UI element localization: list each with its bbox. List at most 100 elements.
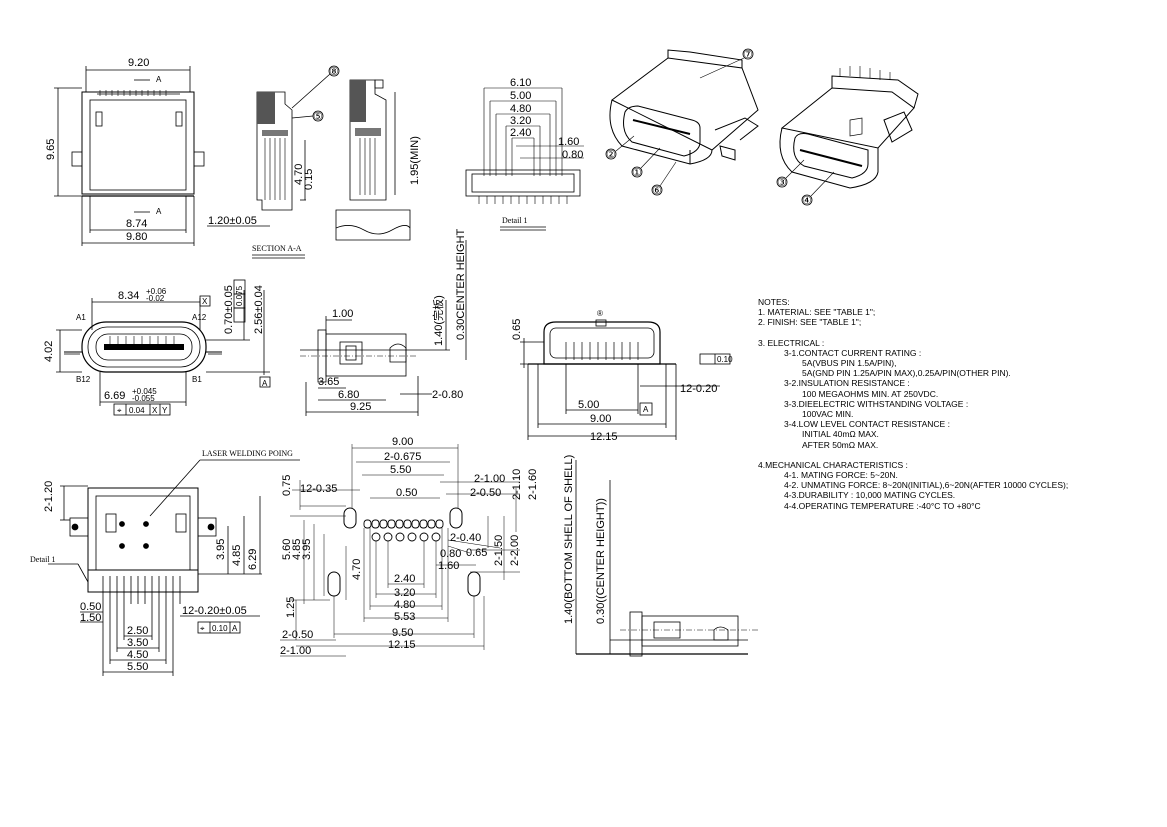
pcb-dim-r5: 2-1.50 — [493, 535, 505, 566]
rear-flatness-tol: 0.10 — [717, 355, 733, 364]
front-t1-fcf-tol: 0.075 — [235, 285, 244, 306]
top-section-mark-top: A — [156, 75, 162, 84]
bottom-fcf-tol: 0.10 — [212, 624, 228, 633]
note-3: 3. ELECTRICAL : — [758, 337, 825, 348]
side-view — [300, 240, 467, 416]
pcb-dim-b8: 2-1.00 — [280, 645, 311, 657]
pcb-dim-l4: 3.95 — [301, 539, 313, 560]
note-3-3-a: 100VAC MIN. — [802, 409, 854, 420]
front-t1-dim: 0.70±0.05 — [223, 285, 235, 334]
bottom-dim-w3: 4.50 — [127, 649, 148, 661]
top-height-dim: 9.65 — [45, 139, 57, 160]
bottom-detail-label: Detail 1 — [30, 555, 56, 564]
pcb-dim-s6: 2-1.00 — [474, 473, 505, 485]
top-bottom-dim: 9.80 — [126, 231, 147, 243]
note-3-1: 3-1.CONTACT CURRENT RATING : — [784, 347, 922, 358]
pcb-dim-s2: 2-0.675 — [384, 451, 421, 463]
notes-title: NOTES: — [758, 297, 790, 307]
top-width-dim: 9.20 — [128, 57, 149, 69]
iso-balloon-6: ⑥ — [652, 185, 662, 197]
bottom-fcf-position-icon: ⌖ — [200, 624, 205, 633]
front-pin-b12: B12 — [76, 375, 91, 384]
iso-balloon-7: ⑦ — [743, 49, 753, 61]
detail1-dim-1: 6.10 — [510, 77, 531, 89]
side-height-dim: 1.40(完板) — [431, 295, 445, 346]
profile-dim-center-height: 0.30((CENTER HEIGHT)) — [595, 498, 607, 624]
side-center-height: 0.30CENTER HEIGHT — [455, 228, 467, 340]
pcb-dim-l5: 4.70 — [351, 559, 363, 580]
bottom-dim-s1: 2-1.20 — [43, 481, 55, 512]
isometric-view-rear — [776, 66, 919, 206]
detail1-dim-5: 2.40 — [510, 127, 531, 139]
profile-dim-bottom-shell: 1.40(BOTTOM SHELL OF SHELL) — [563, 455, 575, 624]
front-pitch-dim: 6.69 — [104, 390, 125, 402]
side-dim-5: 2-0.80 — [432, 389, 463, 401]
side-dim-3: 6.80 — [338, 389, 359, 401]
section-balloon-5: ⑤ — [313, 111, 323, 123]
rear-width-2: 9.00 — [590, 413, 611, 425]
section-view — [207, 65, 411, 259]
bottom-dim-p1: 0.50 — [80, 601, 101, 613]
bottom-dim-h3: 6.29 — [247, 549, 259, 570]
detail1-dim-6: 1.60 — [558, 136, 579, 148]
front-t2-dim: 2.56±0.04 — [253, 285, 265, 334]
notes-block: NOTES: 1. MATERIAL: SEE "TABLE 1"; 2. FI… — [758, 297, 1158, 511]
iso-balloon-1: ① — [632, 167, 642, 179]
iso-balloon-4: ④ — [802, 195, 812, 207]
bottom-dim-w4: 5.50 — [127, 661, 148, 673]
rear-datum-a: A — [643, 405, 649, 414]
pcb-dim-r6: 2-2.00 — [509, 535, 521, 566]
note-3-2-a: 100 MEGAOHMS MIN. AT 250VDC. — [802, 388, 939, 399]
rear-width-1: 5.00 — [578, 399, 599, 411]
front-datum-x: X — [202, 297, 208, 306]
pcb-dim-r1: 2-0.40 — [450, 532, 481, 544]
section-balloon-8: ⑧ — [329, 66, 339, 78]
front-fcf-x: X — [152, 406, 158, 415]
note-3-1-a: 5A(VBUS PIN 1.5A/PIN), — [802, 358, 897, 369]
pcb-dim-b5: 9.50 — [392, 627, 413, 639]
section-t2-dim: 4.70 — [293, 164, 305, 185]
front-pitch-tol-upper: +0.045 — [132, 387, 157, 396]
top-section-mark-bottom: A — [156, 207, 162, 216]
note-1: 1. MATERIAL: SEE "TABLE 1"; — [758, 307, 876, 318]
pcb-dim-r3: 0.65 — [466, 547, 487, 559]
front-pitch-tol-lower: -0.055 — [132, 394, 155, 403]
front-pin-a12: A12 — [192, 313, 207, 322]
section-t1-dim: 0.15 — [303, 169, 315, 190]
note-4-2: 4-2. UNMATING FORCE: 8~20N(INITIAL),6~20… — [784, 480, 1069, 491]
bottom-dim-w2: 3.50 — [127, 637, 148, 649]
front-pin-b1: B1 — [192, 375, 202, 384]
rear-mark: ® — [597, 309, 603, 318]
side-dim-4: 9.25 — [350, 401, 371, 413]
front-fcf-tol: 0.04 — [129, 406, 145, 415]
pcb-dim-l3: 4.85 — [291, 539, 303, 560]
detail1-view — [465, 87, 584, 231]
front-datum-a: A — [262, 379, 268, 388]
pcb-dim-s5: 0.50 — [396, 487, 417, 499]
front-fcf-y: Y — [162, 406, 168, 415]
pcb-dim-s4: 12-0.35 — [300, 483, 337, 495]
detail1-dim-7: 0.80 — [562, 149, 583, 161]
bottom-dim-h2: 4.85 — [231, 545, 243, 566]
pcb-dim-s9: 2-1.60 — [527, 469, 539, 500]
bottom-pin-dim: 12-0.20±0.05 — [182, 605, 247, 617]
bottom-dim-w1: 2.50 — [127, 625, 148, 637]
section-label: SECTION A-A — [252, 244, 302, 253]
pcb-dim-b6: 12.15 — [388, 639, 416, 651]
rear-width-3: 12.15 — [590, 431, 618, 443]
pcb-dim-r2: 0.80 — [440, 548, 461, 560]
bottom-view — [48, 459, 300, 676]
note-2: 2. FINISH: SEE "TABLE 1"; — [758, 317, 862, 328]
front-width-tol-upper: +0.06 — [146, 287, 167, 296]
note-4-4: 4-4.OPERATING TEMPERATURE :-40°C TO +80°… — [784, 500, 981, 511]
pcb-dim-l6: 1.25 — [285, 597, 297, 618]
note-3-2: 3-2.INSULATION RESISTANCE : — [784, 378, 910, 389]
profile-view — [575, 460, 760, 657]
bottom-dim-h1: 3.95 — [215, 539, 227, 560]
section-min-dim: 1.95(MIN) — [409, 136, 421, 185]
section-lead-dim: 1.20±0.05 — [208, 215, 257, 227]
detail1-label: Detail 1 — [502, 216, 528, 225]
pcb-dim-s3: 5.50 — [390, 464, 411, 476]
front-width-dim: 8.34 — [118, 290, 139, 302]
